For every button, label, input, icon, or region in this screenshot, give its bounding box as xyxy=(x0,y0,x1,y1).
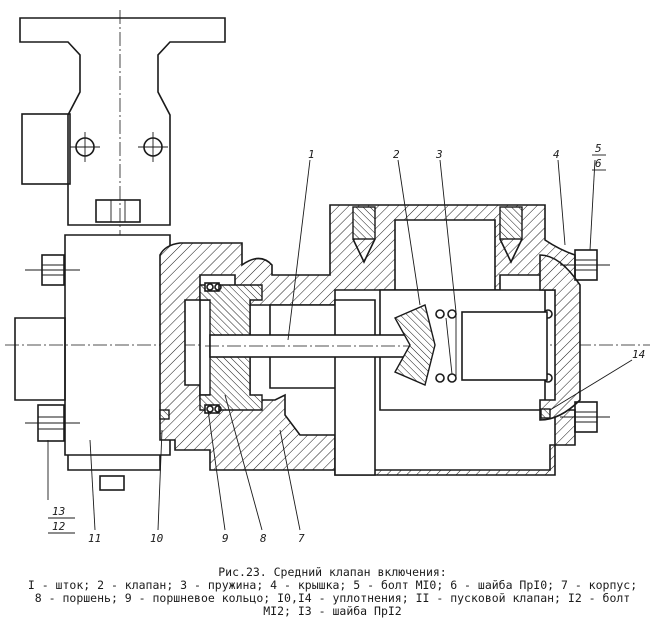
label-9: 9 xyxy=(222,532,229,545)
label-7: 7 xyxy=(298,532,305,545)
caption-line: MI2; I3 - шайба ПрI2 xyxy=(263,604,402,618)
label-4: 4 xyxy=(553,148,560,161)
label-12: 12 xyxy=(52,520,66,533)
caption-title: Рис.23. Средний клапан включения: xyxy=(218,565,447,579)
caption-line: I - шток; 2 - клапан; 3 - пружина; 4 - к… xyxy=(27,578,638,592)
cover xyxy=(159,249,610,433)
figure-caption: Рис.23. Средний клапан включения: I - шт… xyxy=(0,566,665,618)
label-13: 13 xyxy=(52,505,65,518)
label-1: 1 xyxy=(308,148,315,161)
label-10: 10 xyxy=(150,532,164,545)
label-5: 5 xyxy=(595,142,602,155)
label-6: 6 xyxy=(595,157,602,170)
part-labels: 1 2 3 4 5 6 14 7 8 9 10 11 13 12 xyxy=(52,142,645,545)
spring xyxy=(435,309,553,383)
label-8: 8 xyxy=(260,532,267,545)
caption-line: 8 - поршень; 9 - поршневое кольцо; I0,I4… xyxy=(34,591,631,605)
label-3: 3 xyxy=(435,148,443,161)
label-2: 2 xyxy=(393,148,400,161)
label-11: 11 xyxy=(88,532,101,545)
stem xyxy=(205,304,436,386)
label-14: 14 xyxy=(632,348,645,361)
valve-section-drawing: 1 2 3 4 5 6 14 7 8 9 10 11 13 12 xyxy=(5,10,650,545)
leader-lines xyxy=(47,154,633,534)
